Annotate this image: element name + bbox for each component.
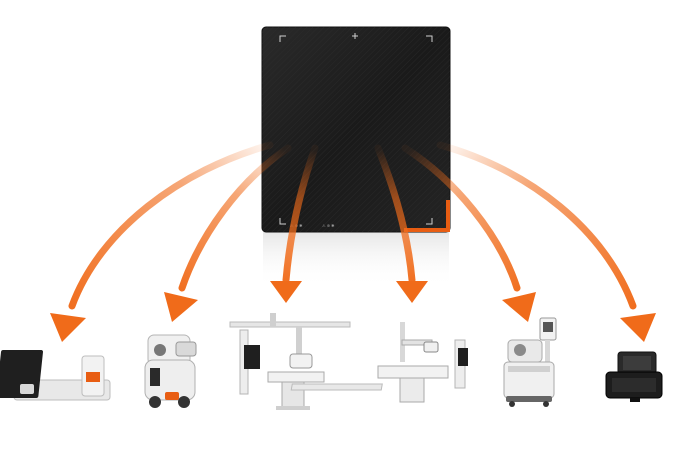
arrowhead-case <box>620 313 656 342</box>
arrowhead-carm <box>502 292 536 322</box>
detector-label-b: ⚠ ⊕ ✱ <box>322 223 335 228</box>
arrowhead-ceiling <box>270 281 302 303</box>
arrow-to-tabletop <box>68 141 274 310</box>
arrowheads <box>50 281 656 342</box>
arrow-to-mobile <box>178 144 292 292</box>
arrowhead-mobile <box>164 292 198 322</box>
mobile-c-arm-cart-icon <box>503 317 557 407</box>
arrowhead-tabletop <box>50 313 86 342</box>
arrow-to-ceiling <box>282 144 319 284</box>
arrow-to-case <box>436 141 637 310</box>
tabletop-detector-with-charger-icon <box>0 350 111 401</box>
arrow-to-floor <box>374 144 416 284</box>
arrow-to-carm <box>401 144 521 292</box>
flat-panel-detector-icon: ⚠ ⊕ ✱ ⚠ ⊕ ✱ <box>261 26 451 233</box>
ceiling-mounted-xray-room-icon <box>229 313 351 410</box>
floor-mounted-xray-room-icon <box>290 322 468 403</box>
mobile-xray-unit-icon <box>144 334 197 408</box>
portable-xray-case-icon <box>605 351 663 402</box>
arrowhead-floor <box>396 281 428 303</box>
distribution-arrows <box>68 141 637 310</box>
